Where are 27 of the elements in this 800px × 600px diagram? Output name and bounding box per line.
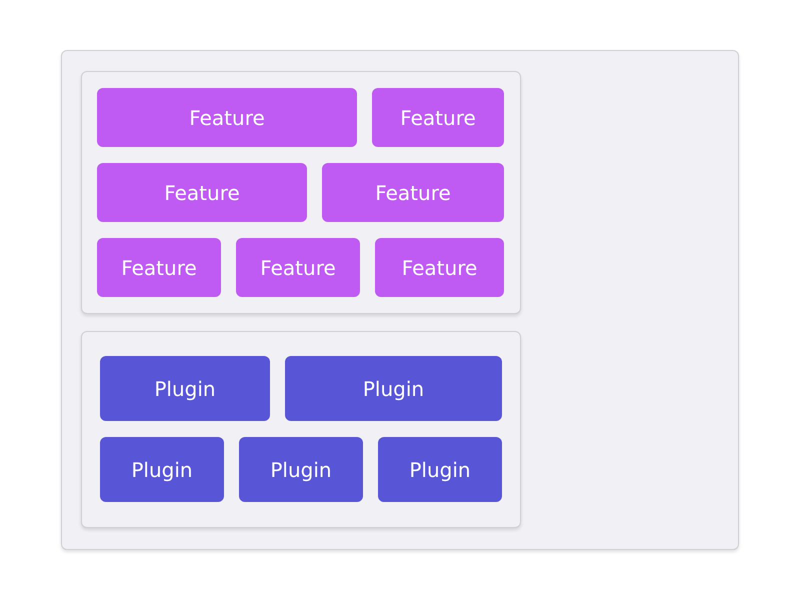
block-label: Plugin — [131, 458, 193, 482]
feature-block — [97, 238, 221, 297]
plugin-block — [285, 356, 502, 421]
group-panel — [81, 331, 521, 528]
feature-block — [322, 163, 504, 222]
plugin-block — [378, 437, 502, 502]
plugin-block — [100, 437, 224, 502]
block-label: Plugin — [154, 376, 216, 400]
block-label: Feature — [164, 180, 240, 204]
feature-block — [372, 88, 504, 147]
group-panel — [81, 71, 521, 314]
feature-block — [375, 238, 504, 297]
feature-block — [97, 163, 307, 222]
plugin-block — [239, 437, 363, 502]
block-label: Feature — [260, 256, 336, 280]
feature-block — [236, 238, 360, 297]
block-label: Feature — [400, 106, 476, 130]
plugin-block — [100, 356, 270, 421]
block-label: Feature — [402, 256, 478, 280]
block-label: Plugin — [409, 458, 471, 482]
block-label: Feature — [189, 106, 265, 130]
block-label: Feature — [375, 180, 451, 204]
block-label: Feature — [121, 256, 197, 280]
feature-block — [97, 88, 357, 147]
block-label: Plugin — [270, 458, 332, 482]
container-panel — [61, 50, 739, 550]
block-label: Plugin — [362, 376, 424, 400]
